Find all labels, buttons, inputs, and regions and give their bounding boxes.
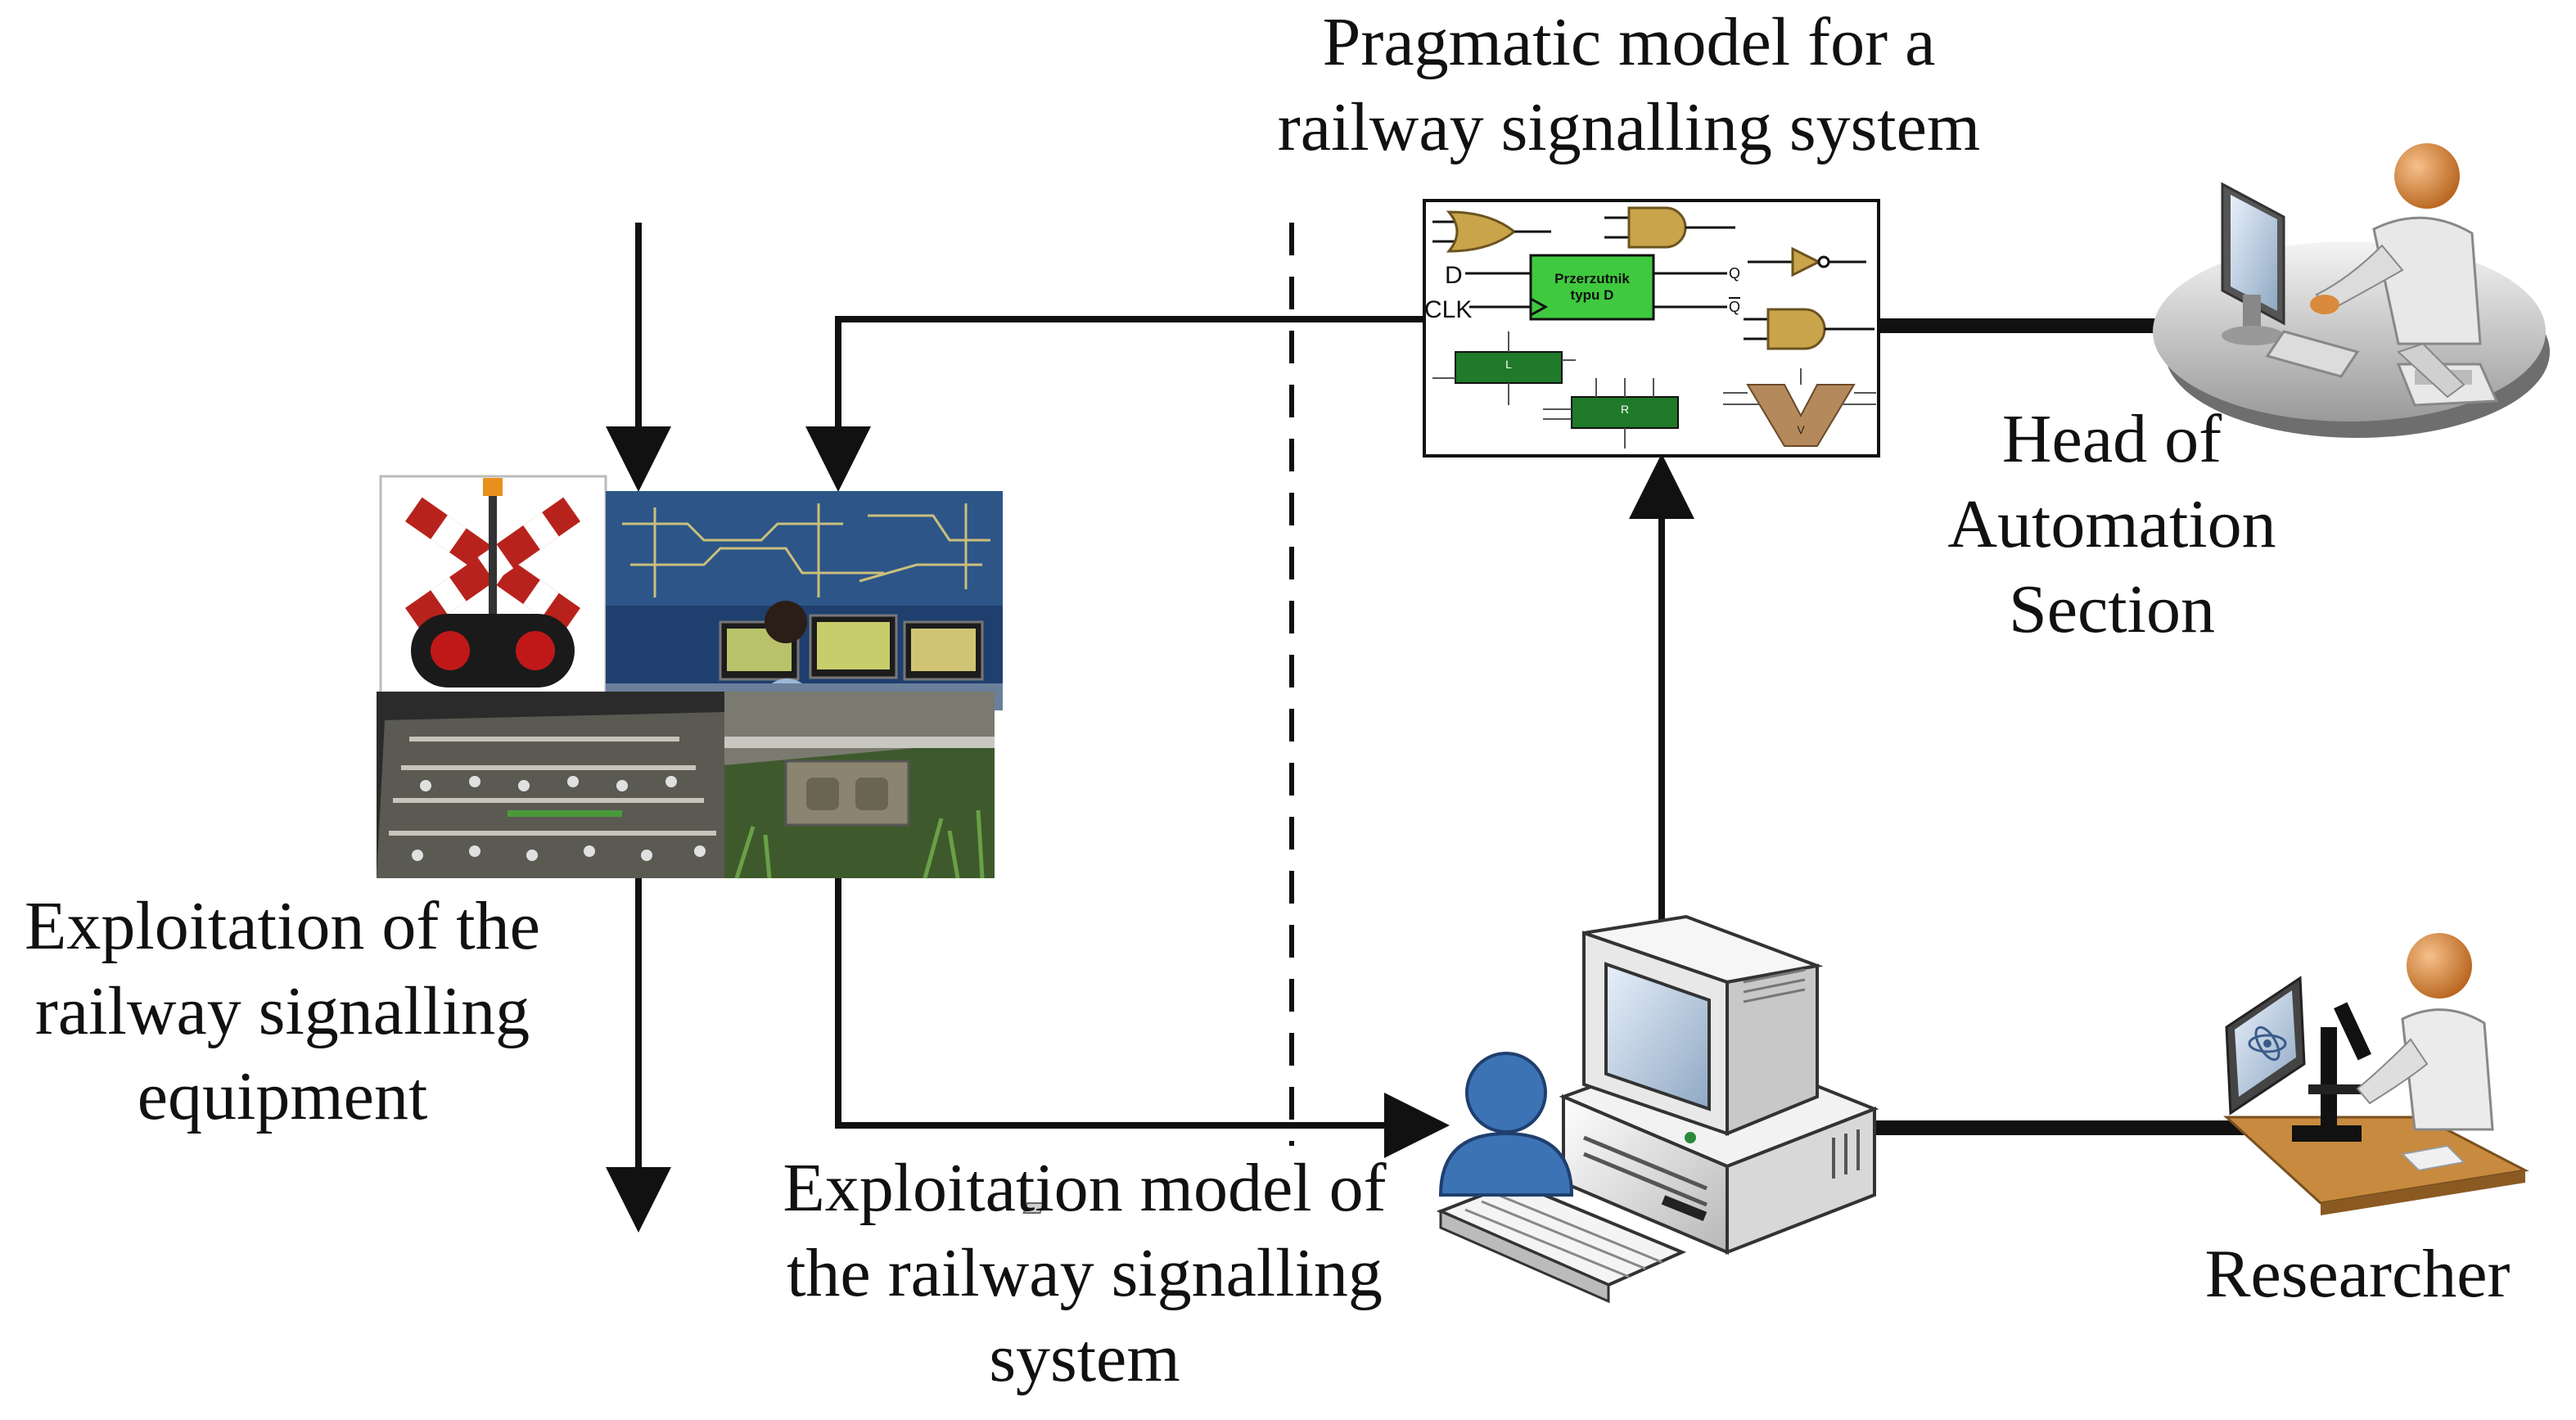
label-line: Exploitation model of [783,1150,1387,1226]
block-l-label: L [1505,358,1512,371]
label-line: equipment [137,1058,428,1134]
researcher-avatar-head [2407,933,2472,999]
label-line: Researcher [2204,1236,2511,1312]
block-v: V [1723,368,1876,447]
flipflop-subtitle: typu D [1571,287,1614,303]
arrow-photos-to-computer [835,877,1450,1158]
head-of-automation-avatar-head [2394,143,2460,209]
not-gate-icon [1748,246,1866,277]
label-line: Exploitation of the [25,888,540,964]
pragmatic-model-label: Pragmatic model for a railway signalling… [1179,0,2079,170]
input-clk-label: CLK [1424,296,1472,323]
or-gate-icon [1432,210,1551,253]
arrow-pragmatic-to-photos [805,316,1424,492]
label-line: system [989,1320,1180,1396]
block-r-label: R [1621,403,1629,416]
equipment-photo-collage [377,475,1003,879]
exploitation-equipment-label: Exploitation of the railway signalling e… [0,884,565,1139]
user-body-icon [1438,1131,1574,1197]
output-q-label: Q [1729,265,1740,282]
researcher-label: Researcher [2128,1232,2576,1317]
label-line: Section [2009,571,2215,647]
block-v-label: V [1797,423,1805,436]
flipflop-title: Przerzutnik [1554,271,1630,286]
label-line: railway signalling [34,973,530,1049]
logic-circuit-model: Przerzutnik typu D D CLK Q Q [1423,199,1880,458]
exploitation-model-label: Exploitation model of the railway signal… [720,1146,1449,1401]
head-of-automation-icon [2153,143,2550,438]
user-head-icon [1465,1052,1547,1134]
head-of-automation-label: Head of Automation Section [1883,397,2341,652]
label-line: Automation [1947,486,2276,562]
block-r: R [1543,378,1679,449]
input-d-label: D [1445,262,1463,289]
crossing-sign-icon [405,478,580,687]
output-qn-label: Q [1729,299,1740,315]
d-flipflop-block: Przerzutnik typu D D CLK Q Q [1424,254,1740,323]
label-line: railway signalling system [1277,89,1981,165]
label-line: Pragmatic model for a [1322,4,1936,80]
label-line: Head of [2001,401,2222,477]
computer-workstation-icon [1022,914,1879,1304]
researcher-icon [2223,933,2529,1215]
label-line: the railway signalling [787,1235,1383,1311]
and-gate-icon [1604,206,1735,249]
and-gate-right-icon [1744,308,1874,350]
block-l: L [1432,331,1576,405]
